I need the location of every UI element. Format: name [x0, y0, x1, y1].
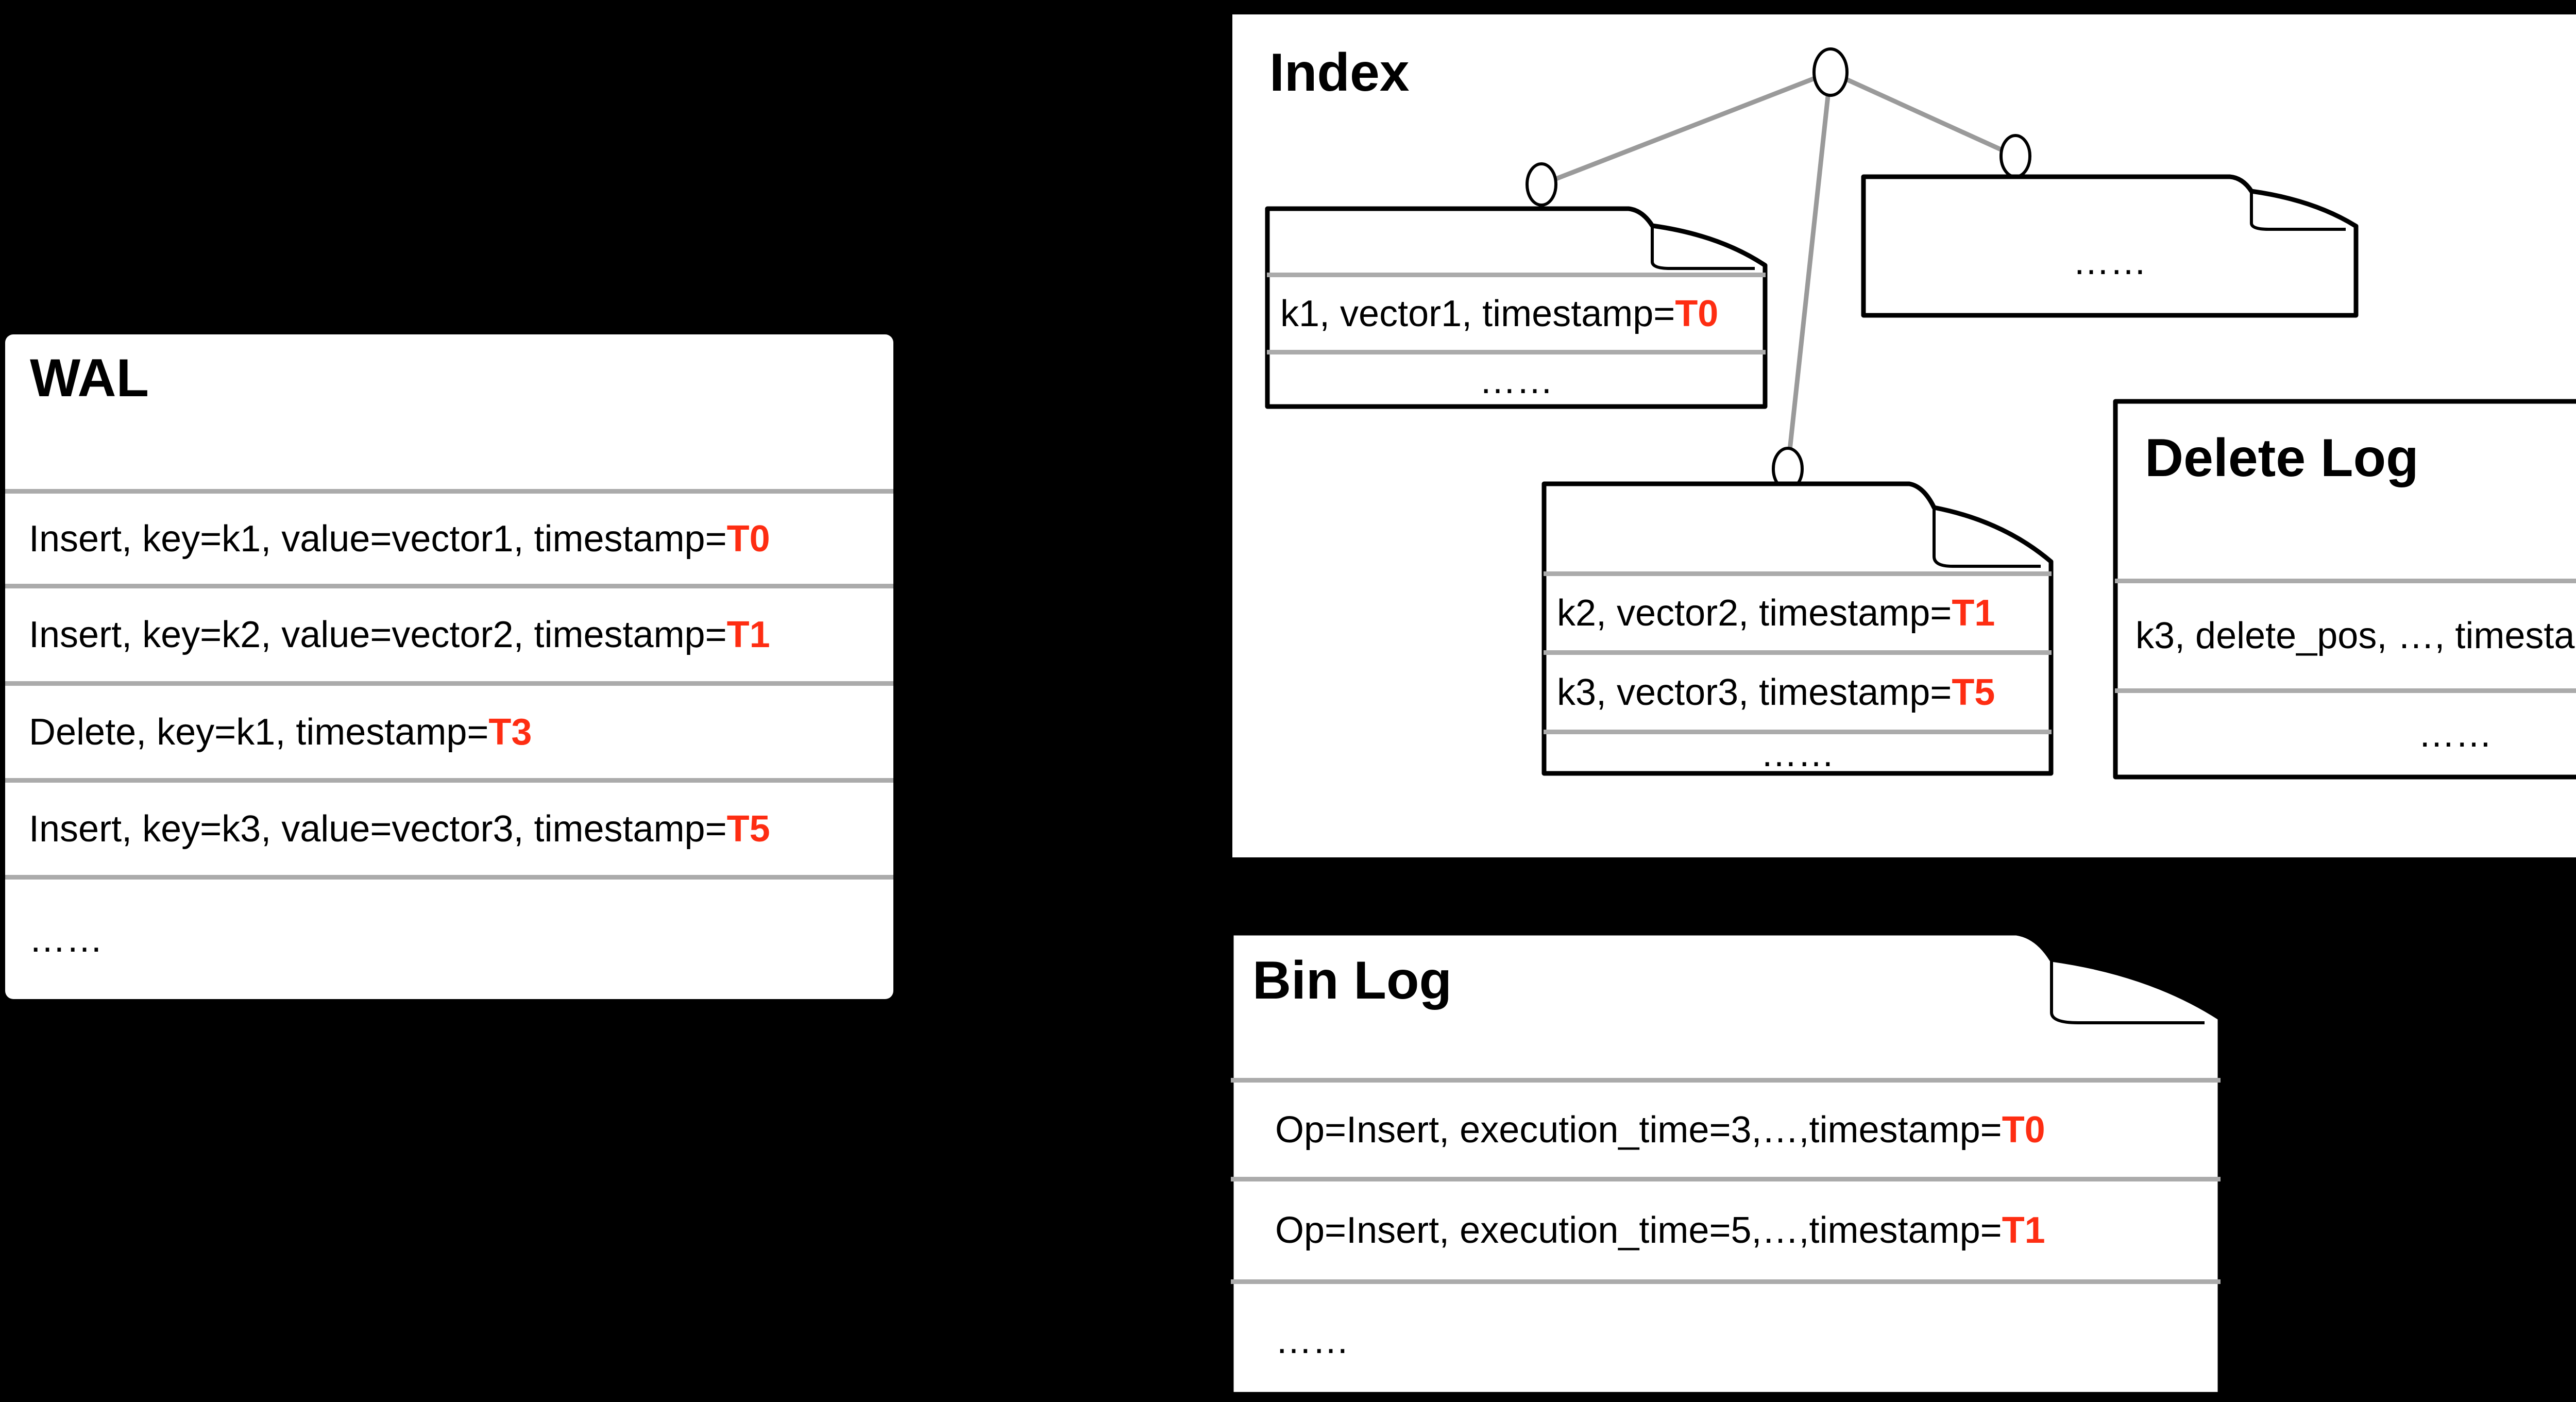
segment-row: k3, vector3, timestamp=T5 [1541, 655, 2054, 730]
delete-log-row-text: k3, delete_pos, …, timestamp= [2136, 615, 2576, 656]
wal-title: WAL [30, 348, 149, 408]
segment-row: k1, vector1, timestamp=T0 [1265, 277, 1768, 350]
segment-row-text: k3, vector3, timestamp= [1557, 671, 1952, 713]
bin-log-row-timestamp: T0 [2002, 1109, 2045, 1151]
divider [1544, 650, 2052, 655]
delete-log-row: k3, delete_pos, …, timestamp=T3 [2113, 583, 2576, 688]
document-page-icon [1265, 206, 1768, 409]
divider [5, 489, 893, 494]
wal-row-timestamp: T5 [726, 808, 770, 850]
divider [1544, 730, 2052, 734]
wal-row: Insert, key=k1, value=vector1, timestamp… [5, 494, 893, 584]
document-page-icon [1861, 174, 2359, 318]
wal-row: Insert, key=k3, value=vector3, timestamp… [5, 783, 893, 875]
wal-row-timestamp: T3 [488, 711, 532, 753]
wal-row-text: Insert, key=k3, value=vector3, timestamp… [29, 808, 727, 850]
segment-row-text: k2, vector2, timestamp= [1557, 593, 1952, 634]
divider [5, 584, 893, 588]
document-page-icon [1541, 481, 2054, 776]
bin-log-row-timestamp: T1 [2002, 1210, 2045, 1251]
divider [1231, 1078, 2221, 1083]
index-segment-doc-2: …… [1861, 174, 2359, 318]
index-segment-doc-3: k2, vector2, timestamp=T1 k3, vector3, t… [1541, 481, 2054, 776]
index-segment-doc-1: k1, vector1, timestamp=T0 …… [1265, 206, 1768, 409]
wal-row-text: Delete, key=k1, timestamp= [29, 711, 489, 753]
divider [5, 778, 893, 783]
divider [1231, 1177, 2221, 1181]
wal-row-text: Insert, key=k1, value=vector1, timestamp… [29, 518, 727, 560]
divider [1267, 273, 1766, 277]
segment-row-text: k1, vector1, timestamp= [1280, 293, 1675, 334]
bin-log-row-text: Op=Insert, execution_time=3,…,timestamp= [1275, 1109, 2002, 1151]
segment-row-timestamp: T1 [1952, 593, 1995, 634]
divider [5, 681, 893, 686]
bin-log-row: …… [1229, 1284, 2223, 1397]
wal-panel: WAL Insert, key=k1, value=vector1, times… [5, 334, 893, 999]
wal-row-text: Insert, key=k2, value=vector2, timestamp… [29, 614, 727, 655]
divider [1267, 350, 1766, 354]
divider [5, 875, 893, 880]
segment-row: …… [1861, 205, 2359, 318]
divider [1231, 1279, 2221, 1284]
wal-row-timestamp: T1 [726, 614, 770, 655]
divider [2115, 579, 2576, 583]
wal-row-text: …… [29, 919, 103, 960]
wal-row: Delete, key=k1, timestamp=T3 [5, 686, 893, 778]
segment-row-text: …… [2073, 241, 2147, 282]
segment-row: …… [1265, 354, 1768, 407]
document-page-icon [2113, 399, 2576, 780]
delete-log-panel: Delete Log k3, delete_pos, …, timestamp=… [2113, 399, 2576, 780]
bin-log-row-text: Op=Insert, execution_time=5,…,timestamp= [1275, 1210, 2002, 1251]
delete-log-row-text: …… [2418, 714, 2493, 755]
segment-row: k2, vector2, timestamp=T1 [1541, 576, 2054, 650]
segment-row-timestamp: T0 [1675, 293, 1719, 334]
wal-row: …… [5, 880, 893, 999]
divider [1544, 571, 2052, 576]
delete-log-row: …… [2113, 693, 2576, 775]
bin-log-title: Bin Log [1252, 951, 1452, 1010]
delete-log-title: Delete Log [2145, 428, 2419, 488]
segment-row-timestamp: T5 [1952, 671, 1995, 713]
bin-log-row: Op=Insert, execution_time=5,…,timestamp=… [1229, 1181, 2223, 1279]
wal-row: Insert, key=k2, value=vector2, timestamp… [5, 588, 893, 681]
index-title: Index [1269, 43, 1410, 103]
segment-row-text: …… [1479, 360, 1553, 401]
bin-log-row: Op=Insert, execution_time=3,…,timestamp=… [1229, 1083, 2223, 1177]
segment-row-text: …… [1760, 733, 1835, 774]
segment-row: …… [1541, 733, 2054, 774]
divider [2115, 688, 2576, 693]
bin-log-row-text: …… [1275, 1320, 1349, 1361]
document-page-icon [1229, 931, 2223, 1397]
wal-row-timestamp: T0 [726, 518, 770, 560]
bin-log-panel: Bin Log Op=Insert, execution_time=3,…,ti… [1229, 931, 2223, 1397]
